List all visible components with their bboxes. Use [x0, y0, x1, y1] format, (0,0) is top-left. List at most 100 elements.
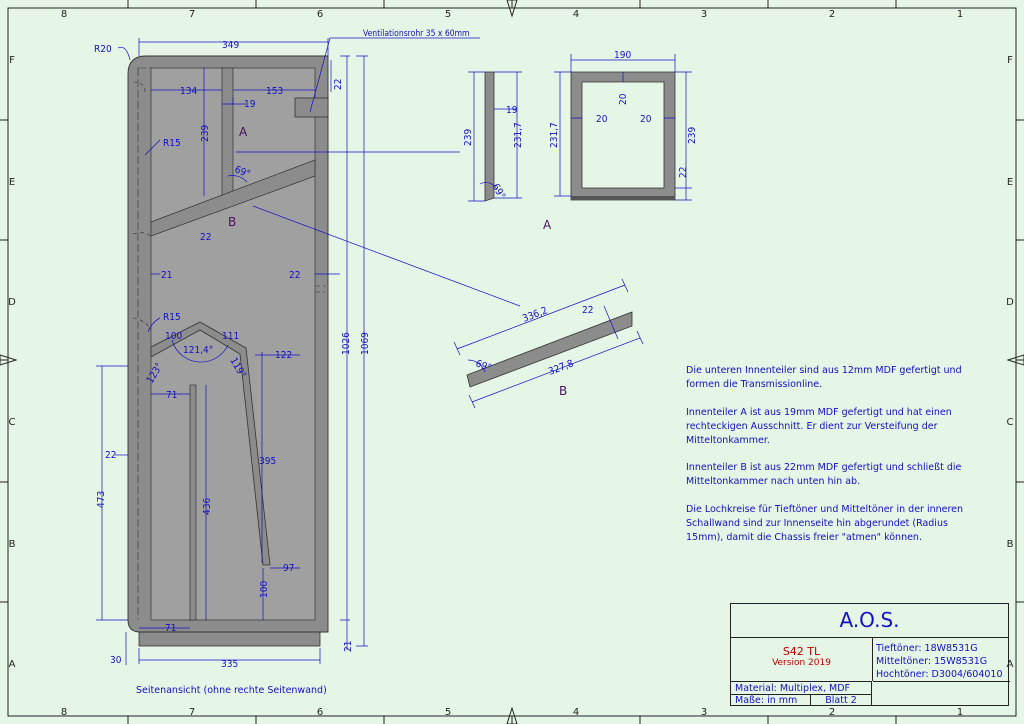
- note-lower-dividers: Die unteren Innenteiler sind aus 12mm MD…: [686, 365, 962, 390]
- chevron-divider: [150, 321, 271, 566]
- row-label: B: [9, 539, 16, 550]
- row-label: A: [9, 659, 16, 670]
- divider-a: [221, 67, 234, 197]
- dim-r15-mid: R15: [163, 312, 181, 323]
- dim-100-bottom: 100: [259, 581, 270, 598]
- dim-r15-top: R15: [163, 138, 181, 149]
- side-view: [127, 55, 329, 647]
- dim-angle-69: 69°: [233, 164, 252, 180]
- col-label: 7: [189, 9, 195, 20]
- detail-a-dim-231-side: 231,7: [513, 122, 524, 148]
- col-label: 6: [317, 707, 323, 718]
- row-labels: F E D C B A F E D C B A: [8, 55, 1014, 670]
- row-label: B: [1007, 539, 1014, 550]
- dim-436: 436: [202, 498, 213, 515]
- detail-a-dim-20-right: 20: [640, 114, 652, 125]
- column-labels: 8 7 6 5 4 3 2 1 8 7 6 5 4 3 2 1: [61, 9, 963, 718]
- detail-b-label: B: [559, 384, 567, 398]
- dim-22-b: 22: [200, 232, 211, 243]
- detail-b-dim-22: 22: [582, 305, 593, 316]
- dim-r20: R20: [94, 44, 112, 55]
- row-label: C: [1007, 417, 1014, 428]
- detail-a-dim-190: 190: [614, 50, 631, 61]
- company-name: A.O.S.: [731, 604, 1008, 638]
- col-label: 6: [317, 9, 323, 20]
- col-label: 2: [829, 9, 835, 20]
- col-label: 1: [957, 707, 963, 718]
- detail-a-dim-239-side: 239: [463, 129, 474, 146]
- dim-22-left: 22: [105, 450, 116, 461]
- lower-divider: [189, 384, 197, 621]
- dim-335: 335: [221, 659, 238, 670]
- dim-22-right: 22: [289, 270, 300, 281]
- dim-1069: 1069: [360, 332, 371, 355]
- dim-349: 349: [222, 40, 239, 51]
- detail-a-dim-19: 19: [506, 105, 518, 116]
- bottom-plate: [138, 631, 321, 647]
- units-cell: Maße: in mm: [731, 694, 811, 706]
- part-label-a: A: [239, 125, 248, 139]
- dim-134: 134: [180, 86, 197, 97]
- detail-a: [484, 71, 676, 202]
- dim-21-bottom: 21: [343, 641, 354, 652]
- detail-a-dimension-texts: 239 19 231,7 69° 190 20 20 20 231,7 239 …: [463, 50, 698, 201]
- driver-midrange: Mitteltöner: 15W8531G: [876, 656, 988, 667]
- detail-a-dim-20-left: 20: [596, 114, 608, 125]
- col-label: 4: [573, 707, 579, 718]
- detail-b: [466, 311, 633, 388]
- detail-a-dim-239: 239: [687, 127, 698, 144]
- side-view-caption: Seitenansicht (ohne rechte Seitenwand): [136, 685, 327, 696]
- col-label: 1: [957, 9, 963, 20]
- dim-71-bottom: 71: [165, 623, 176, 634]
- note-divider-a: Innenteiler A ist aus 19mm MDF gefertigt…: [686, 407, 952, 446]
- note-divider-b: Innenteiler B ist aus 22mm MDF gefertigt…: [686, 462, 962, 487]
- dim-395: 395: [259, 456, 276, 467]
- model-version: Version 2019: [772, 658, 831, 668]
- detail-a-dimension-lines: [468, 54, 692, 202]
- detail-a-frame: [570, 71, 676, 201]
- dim-473: 473: [96, 491, 107, 508]
- row-label: A: [1007, 659, 1014, 670]
- detail-b-dim-327: 327,8: [547, 358, 575, 378]
- driver-tweeter: Hochtöner: D3004/604010: [876, 669, 1003, 680]
- row-label: F: [9, 55, 15, 66]
- dim-153: 153: [266, 86, 283, 97]
- side-view-part-labels: A B: [228, 125, 248, 229]
- dim-122: 122: [275, 350, 292, 361]
- col-label: 5: [445, 9, 451, 20]
- dim-239: 239: [200, 125, 211, 142]
- col-label: 7: [189, 707, 195, 718]
- detail-a-dim-20-top: 20: [618, 93, 629, 105]
- note-hole-circles: Die Lochkreise für Tieftöner und Mittelt…: [686, 504, 964, 543]
- dim-71-top: 71: [166, 390, 177, 401]
- sheet-cell: Blatt 2: [811, 694, 872, 706]
- drivers-cell: Tieftöner: 18W8531G Mitteltöner: 15W8531…: [873, 637, 1010, 681]
- detail-a-label: A: [543, 218, 552, 232]
- model-cell: S42 TL Version 2019: [731, 637, 873, 681]
- row-label: E: [1007, 177, 1013, 188]
- dim-111: 111: [222, 331, 239, 342]
- dim-19: 19: [244, 99, 256, 110]
- material-cell: Material: Multiplex, MDF: [731, 681, 872, 694]
- part-label-b: B: [228, 215, 236, 229]
- row-label: D: [8, 297, 16, 308]
- row-label: C: [9, 417, 16, 428]
- side-view-dimension-lines: [96, 37, 521, 665]
- detail-a-side-profile: [484, 71, 495, 202]
- col-label: 5: [445, 707, 451, 718]
- dim-1026: 1026: [341, 332, 352, 355]
- row-label: E: [9, 177, 15, 188]
- row-label: D: [1006, 297, 1014, 308]
- col-label: 8: [61, 9, 67, 20]
- dim-30: 30: [110, 655, 122, 666]
- empty-cell: [873, 681, 1010, 706]
- dim-22-top: 22: [333, 79, 344, 90]
- detail-b-dim-336: 336,2: [521, 305, 549, 324]
- detail-b-dim-angle-69: 69°: [474, 358, 493, 374]
- col-label: 3: [701, 9, 707, 20]
- detail-b-strip: [466, 311, 633, 388]
- col-label: 2: [829, 707, 835, 718]
- divider-b: [150, 159, 316, 237]
